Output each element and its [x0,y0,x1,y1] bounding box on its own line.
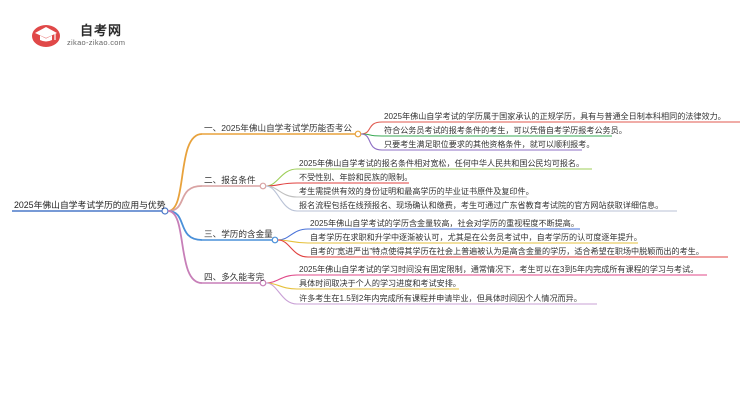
leaf-1-1-link [360,121,383,135]
root-node: 2025年佛山自学考试学历的应用与优势 [14,200,166,210]
branch-4-dot [259,279,267,287]
leaf-1-1: 2025年佛山自学考试的学历属于国家承认的正规学历，具有与普通全日制本科相同的法… [384,112,726,121]
branch-2-link [167,185,203,212]
branch-2-node: 二、报名条件 [204,175,256,185]
leaf-2-4-link [265,185,298,212]
leaf-4-3: 许多考生在1.5到2年内完成所有课程并申请毕业，但具体时间因个人情况而异。 [299,294,582,303]
brand-url: zikao-zikao.com [67,38,126,47]
leaf-1-2: 符合公务员考试的报考条件的考生，可以凭借自考学历报考公务员。 [384,126,627,135]
leaf-4-1: 2025年佛山自学考试的学习时间没有固定限制，通常情况下，考生可以在3到5年内完… [299,265,699,274]
branch-4-link [167,210,203,284]
leaf-1-3-link [360,133,383,151]
graduation-cap-icon [32,25,60,47]
leaf-3-1: 2025年佛山自学考试的学历含金量较高，社会对学历的重视程度不断提高。 [310,219,579,228]
leaf-3-2: 自考学历在求职和升学中逐渐被认可，尤其是在公务员考试中，自考学历的认可度逐年提升… [310,233,642,242]
branch-3-link [167,210,203,241]
leaf-4-1-link [265,274,298,284]
branch-3-node: 三、学历的含金量 [204,229,273,239]
brand-name: 自考网 [80,23,123,38]
leaf-3-3-link [277,239,309,258]
branch-1-dot [354,130,362,138]
leaf-4-3-link [265,282,298,305]
leaf-4-2: 具体时间取决于个人的学习进度和考试安排。 [299,279,461,288]
leaf-1-3: 只要考生满足职位要求的其他资格条件，就可以顺利报考。 [384,140,595,149]
branch-1-node: 一、2025年佛山自学考试学历能否考公 [204,123,353,133]
leaf-2-2: 不受性别、年龄和民族的限制。 [299,173,413,182]
leaf-2-3: 考生需提供有效的身份证明和最高学历的毕业证书原件及复印件。 [299,187,534,196]
branch-1-link [167,133,203,212]
leaf-3-1-link [277,228,309,241]
branch-4-node: 四、多久能考完 [204,272,265,282]
leaf-3-3: 自考的“宽进严出”特点使得其学历在社会上普遍被认为是高含金量的学历，适合希望在职… [310,247,704,256]
branch-3-dot [271,236,279,244]
leaf-2-4: 报名流程包括在线预报名、现场确认和缴费，考生可通过广东省教育考试院的官方网站获取… [299,201,664,210]
leaf-2-1: 2025年佛山自学考试的报名条件相对宽松，任何中华人民共和国公民均可报名。 [299,159,585,168]
branch-2-dot [259,182,267,190]
